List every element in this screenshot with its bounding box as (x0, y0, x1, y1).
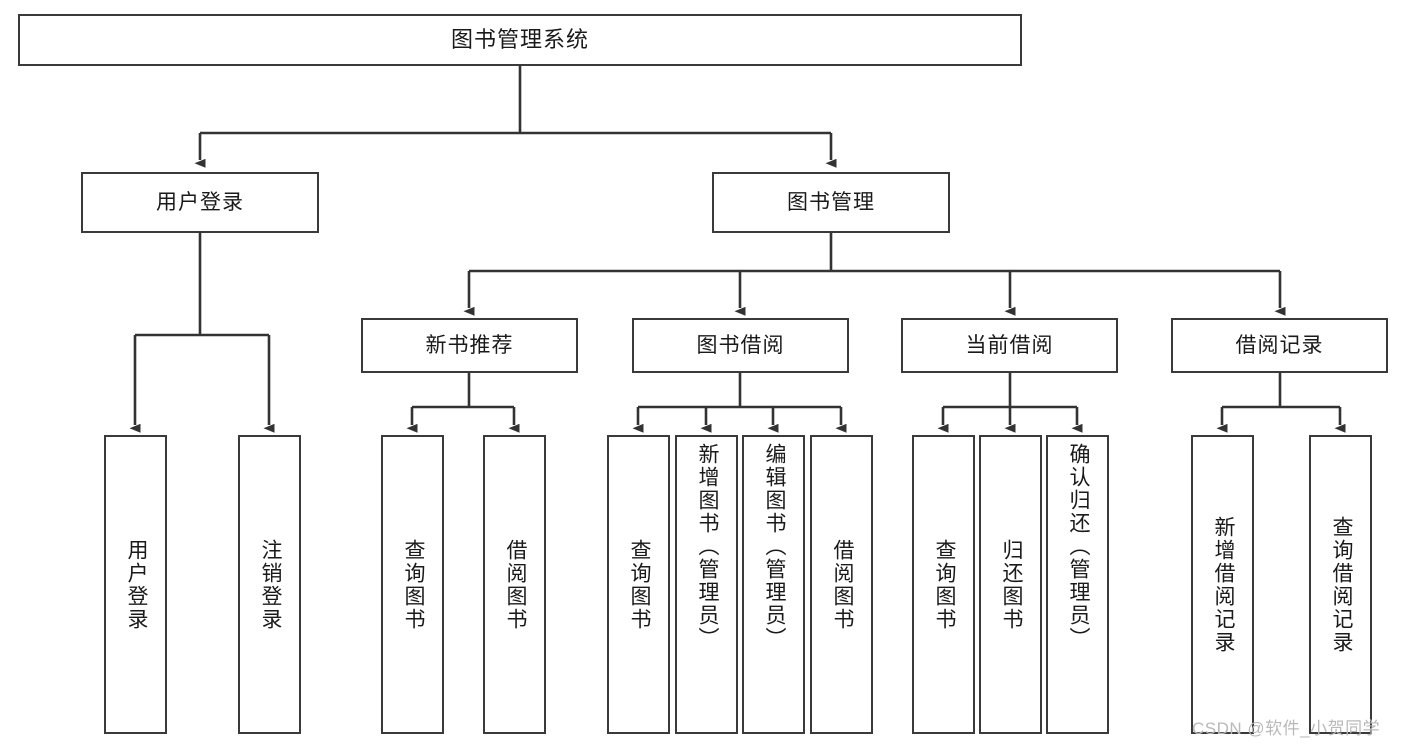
node-book-management-label: 图书管理 (787, 190, 875, 214)
node-leaf-confirm-return-label: 确认归还（管理员） (1066, 443, 1090, 650)
node-leaf-edit-book-label: 编辑图书（管理员） (762, 443, 786, 650)
node-borrow-record-label: 借阅记录 (1235, 333, 1324, 357)
node-leaf-query-record[interactable]: 查询借阅记录 (1309, 435, 1372, 734)
node-leaf-borrow-book-2-label: 借阅图书 (830, 538, 854, 631)
node-leaf-logout-login-label: 注销登录 (258, 538, 282, 631)
node-leaf-edit-book[interactable]: 编辑图书（管理员） (742, 435, 805, 734)
node-leaf-query-book-3-label: 查询图书 (932, 538, 956, 631)
node-current-borrow[interactable]: 当前借阅 (901, 318, 1118, 373)
node-leaf-query-book-1-label: 查询图书 (401, 538, 425, 631)
node-leaf-add-book[interactable]: 新增图书（管理员） (675, 435, 738, 734)
node-leaf-add-book-label: 新增图书（管理员） (695, 443, 719, 650)
node-leaf-return-book[interactable]: 归还图书 (979, 435, 1042, 734)
node-new-book-recommend[interactable]: 新书推荐 (361, 318, 578, 373)
node-user-login[interactable]: 用户登录 (81, 172, 319, 233)
node-leaf-logout-login[interactable]: 注销登录 (238, 435, 301, 734)
node-leaf-add-record-label: 新增借阅记录 (1211, 515, 1235, 654)
node-leaf-query-book-3[interactable]: 查询图书 (912, 435, 975, 734)
node-user-login-label: 用户登录 (156, 190, 244, 214)
node-borrow-record[interactable]: 借阅记录 (1171, 318, 1388, 373)
node-book-borrow-label: 图书借阅 (696, 333, 785, 357)
node-leaf-confirm-return[interactable]: 确认归还（管理员） (1046, 435, 1109, 734)
node-leaf-borrow-book-2[interactable]: 借阅图书 (810, 435, 873, 734)
node-leaf-add-record[interactable]: 新增借阅记录 (1191, 435, 1254, 734)
csdn-watermark: CSDN @软件_小贺同学 (1192, 719, 1381, 738)
node-leaf-user-login-label: 用户登录 (124, 538, 148, 631)
node-root-system[interactable]: 图书管理系统 (18, 14, 1022, 66)
node-current-borrow-label: 当前借阅 (965, 333, 1054, 357)
node-leaf-query-book-2[interactable]: 查询图书 (607, 435, 670, 734)
node-book-borrow[interactable]: 图书借阅 (632, 318, 849, 373)
node-leaf-borrow-book-1-label: 借阅图书 (503, 538, 527, 631)
node-leaf-query-record-label: 查询借阅记录 (1329, 515, 1353, 654)
node-leaf-user-login[interactable]: 用户登录 (104, 435, 167, 734)
node-leaf-query-book-2-label: 查询图书 (627, 538, 651, 631)
node-book-management[interactable]: 图书管理 (712, 172, 950, 233)
node-leaf-return-book-label: 归还图书 (999, 538, 1023, 631)
node-new-book-recommend-label: 新书推荐 (425, 333, 514, 357)
node-root-system-label: 图书管理系统 (450, 26, 589, 52)
node-leaf-borrow-book-1[interactable]: 借阅图书 (483, 435, 546, 734)
node-leaf-query-book-1[interactable]: 查询图书 (381, 435, 444, 734)
